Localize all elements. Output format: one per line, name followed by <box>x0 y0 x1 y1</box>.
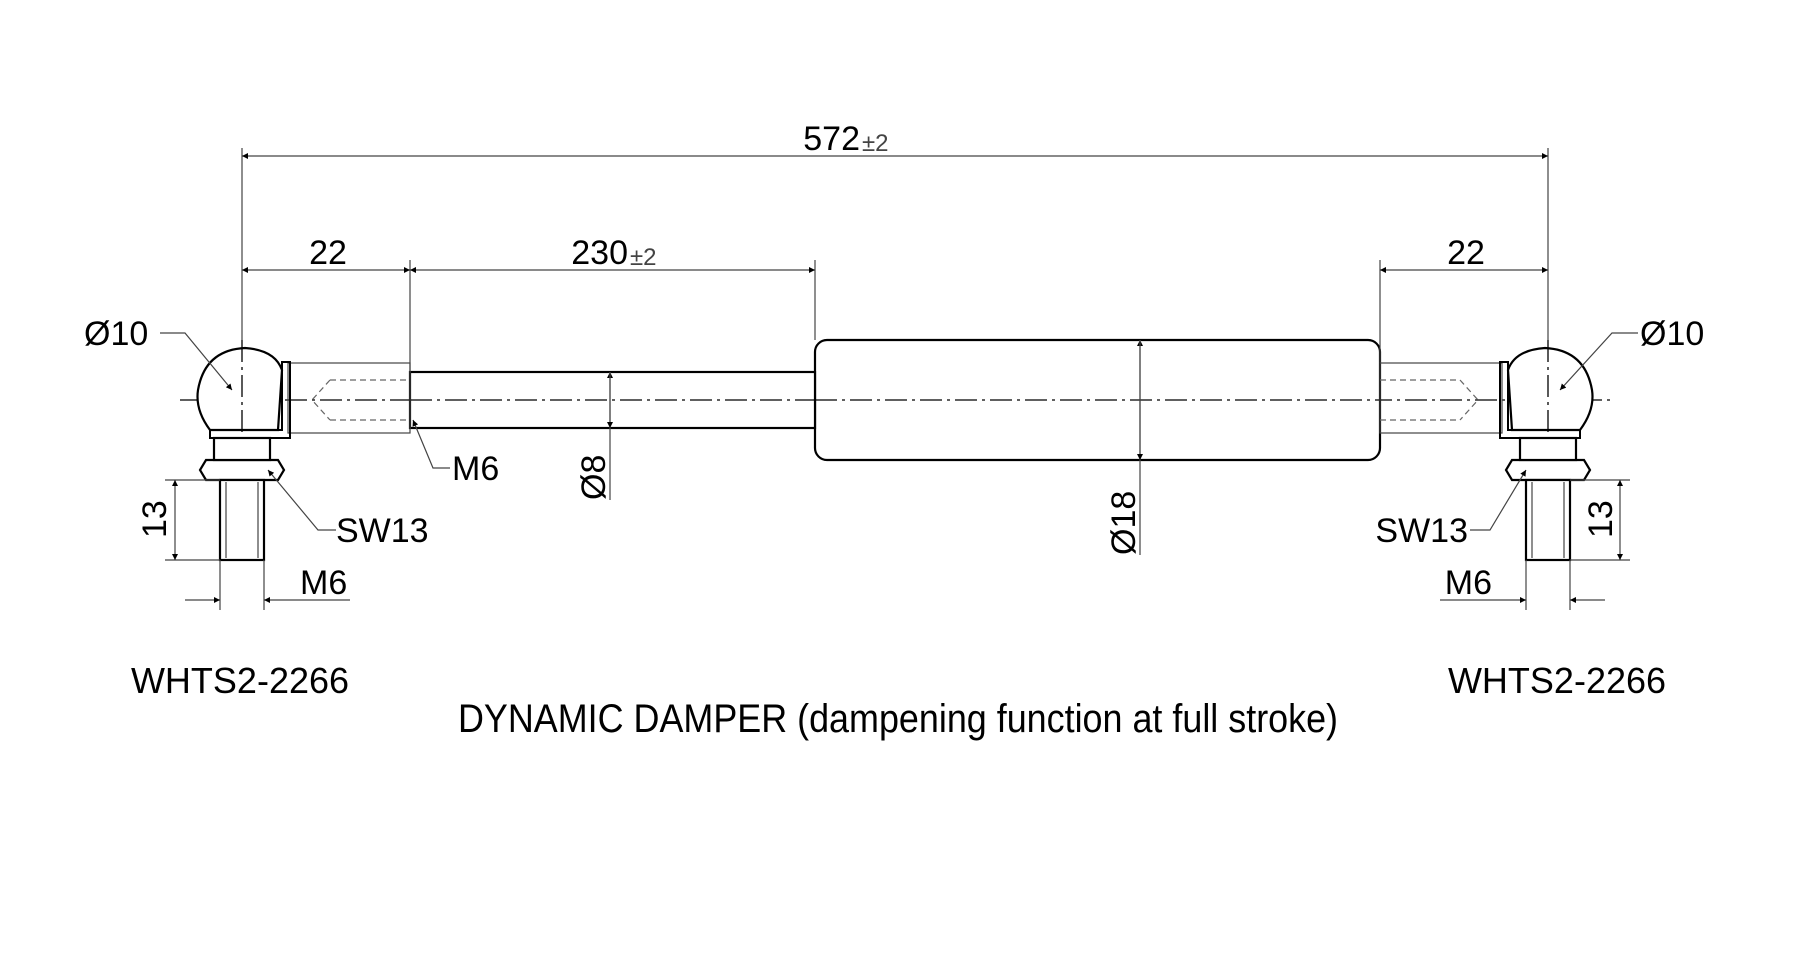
right-end-fitting <box>1379 340 1594 562</box>
overall-length-tolerance: ±2 <box>862 130 889 157</box>
extension-lines <box>241 148 1549 372</box>
left-stud-thread-label: M6 <box>300 564 347 602</box>
left-stud-thread-dimension <box>185 560 350 610</box>
left-eye-diameter-label: Ø10 <box>84 315 148 353</box>
left-end-fitting <box>196 340 411 562</box>
body-diameter-label: Ø18 <box>1105 491 1143 555</box>
right-wrench-size-label: SW13 <box>1375 512 1468 550</box>
damper-cylinder-body <box>813 338 1382 462</box>
rod-thread-label: M6 <box>452 450 499 488</box>
right-stud-length-dimension <box>1570 479 1630 561</box>
left-wrench-size-label: SW13 <box>336 512 429 550</box>
right-stud-thread-dimension <box>1440 560 1605 610</box>
drawing-caption: DYNAMIC DAMPER (dampening function at fu… <box>458 697 1338 741</box>
rod-diameter-label: Ø8 <box>575 455 613 500</box>
left-end-length-value: 22 <box>309 234 347 272</box>
right-stud-length-label: 13 <box>1582 500 1620 538</box>
overall-length-value: 572 <box>803 120 860 158</box>
leader-lines <box>160 332 1638 531</box>
right-part-number: WHTS2-2266 <box>1448 660 1666 701</box>
right-stud-thread-label: M6 <box>1445 564 1492 602</box>
stroke-tolerance: ±2 <box>630 244 657 271</box>
left-stud-length-dimension <box>165 479 220 561</box>
right-eye-diameter-label: Ø10 <box>1640 315 1704 353</box>
right-end-length-value: 22 <box>1447 234 1485 272</box>
left-part-number: WHTS2-2266 <box>131 660 349 701</box>
piston-rod <box>408 370 817 430</box>
stroke-value: 230 <box>571 234 628 272</box>
left-stud-length-label: 13 <box>136 500 174 538</box>
